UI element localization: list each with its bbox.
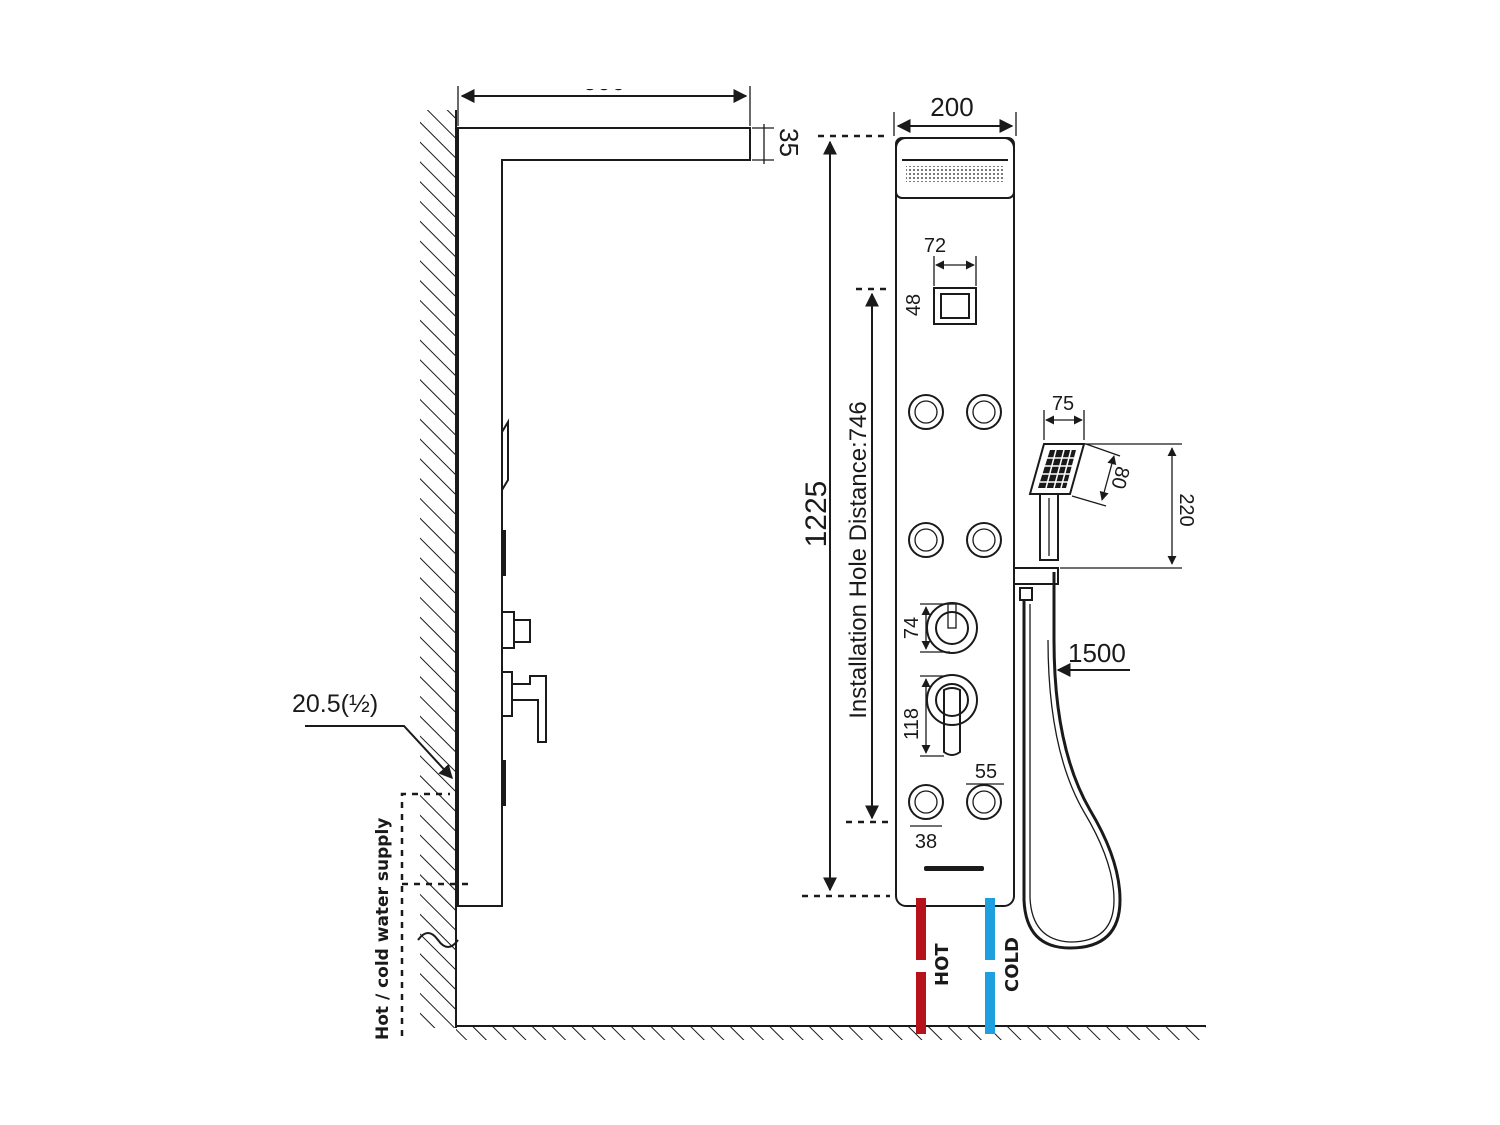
dim-80-line [1099,455,1117,501]
shower-hose [1022,572,1122,950]
front-view: 200 1225 Installation Hole Distance:746 … [800,92,1197,1034]
dim-38-label: 38 [915,831,937,853]
side-display-bump [501,418,509,491]
supply-label: Hot / cold water supply [373,818,393,1040]
mixer-lever [926,674,978,756]
dim-35-label: 35 [774,128,804,157]
cold-pipe [985,898,995,1034]
body-jet-1 [908,394,944,430]
body-jet-2 [966,394,1002,430]
side-jet-1 [502,530,506,576]
panel-side-profile [457,127,751,907]
body-jet-4 [966,522,1002,558]
rain-head [895,137,1015,199]
dim-1225-label: 1225 [800,481,833,548]
dim-72-label: 72 [924,235,946,257]
supply-dashed-pipe [400,792,450,1036]
bottom-outlet-slot [924,866,984,871]
cold-label: COLD [1002,937,1023,992]
side-jet-2 [502,760,506,806]
body-jet-6 [966,784,1002,820]
dim-746-label: Installation Hole Distance:746 [845,401,872,719]
side-view: 600 35 Hot / cold water supply 20.5(½) [292,60,1206,1040]
body-jet-5 [908,784,944,820]
hand-shower-holder [1013,567,1059,601]
wall-hatch [420,110,456,1028]
body-jet-3 [908,522,944,558]
dim-1500-label: 1500 [1068,638,1126,668]
dim-220-label: 220 [1175,493,1197,526]
hot-pipe [916,898,926,1034]
inlet-leader [305,725,453,780]
floor-hatch [456,1026,1206,1040]
hand-shower [1028,443,1086,561]
thermostat-knob [926,602,978,654]
inlet-size-label: 20.5(½) [292,690,378,718]
wall-break [417,932,459,948]
digital-display [933,287,977,325]
side-mixer-lever [501,671,547,743]
rain-head-nozzles [906,166,1004,182]
dim-48-label: 48 [903,294,925,316]
dim-74-label: 74 [901,617,923,639]
dim-200-label: 200 [930,92,973,122]
dim-55-label: 55 [975,761,997,783]
side-thermostat-knob [501,611,531,649]
dim-118-label: 118 [901,708,923,740]
hot-label: HOT [932,943,953,986]
dim-75-label: 75 [1052,393,1074,415]
